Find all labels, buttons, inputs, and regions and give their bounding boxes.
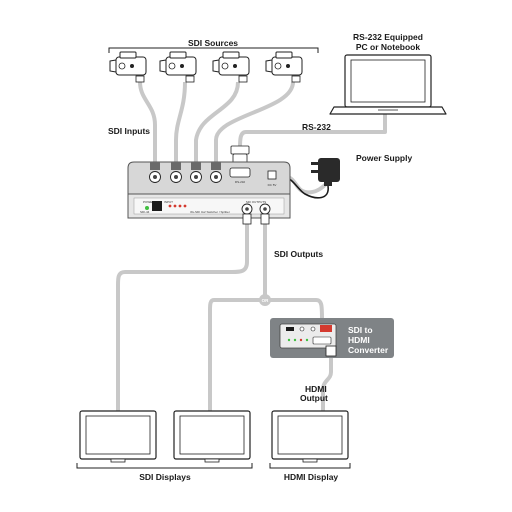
sdi-inputs-label: SDI Inputs — [108, 126, 150, 136]
sources-bracket — [108, 47, 319, 53]
rs232-port-label: RS-232 — [235, 180, 246, 184]
bnc-output-1 — [241, 203, 253, 215]
monitor-icon — [271, 410, 349, 463]
converter-label-line2: HDMI — [348, 335, 370, 345]
sdi-output-cable-2-converter — [265, 298, 324, 321]
input-led-1 — [168, 204, 172, 208]
rs232-equipped-label-line2: PC or Notebook — [356, 42, 420, 52]
hdmi-plug — [325, 345, 337, 357]
sdi-displays-label: SDI Displays — [139, 472, 191, 482]
device-model-label: SDI-44 — [140, 210, 150, 214]
bnc-input-2 — [170, 162, 182, 183]
input-led-4 — [183, 204, 187, 208]
camcorder-icon — [159, 51, 197, 83]
output-plug-2 — [260, 213, 270, 225]
sdi-displays-bracket — [76, 463, 253, 469]
sdi-outputs-label: SDI Outputs — [274, 249, 323, 259]
output-plug-1 — [242, 213, 252, 225]
bnc-input-4 — [210, 162, 222, 183]
monitor-icon — [173, 410, 251, 463]
power-led — [145, 206, 149, 210]
converter-label-line3: Converter — [348, 345, 389, 355]
sdi-output-cable-2-display — [208, 298, 265, 412]
hdmi-output-cable — [321, 350, 333, 412]
converter-panel — [270, 318, 394, 358]
hdmi-display-bracket — [269, 463, 351, 469]
sdi-input-cable-1 — [138, 81, 157, 162]
sdi-switcher-device: RS-232 DC 5V POWER INPUT SDI-44 3G-SDI 4… — [127, 161, 291, 219]
input-select-button — [152, 201, 162, 211]
rs232-port — [229, 167, 251, 178]
input-led-2 — [173, 204, 177, 208]
power-supply-label: Power Supply — [356, 153, 412, 163]
camcorder-icon — [265, 51, 303, 83]
sdi-output-cable-1 — [116, 218, 249, 412]
bnc-input-3 — [190, 162, 202, 183]
laptop-icon — [329, 54, 447, 115]
camcorder-icon — [212, 51, 250, 83]
hdmi-display-label: HDMI Display — [284, 472, 339, 482]
device-description-label: 3G-SDI 4x2 Switcher / Splitter — [190, 210, 230, 214]
sdi-input-cable-4 — [214, 81, 295, 162]
or-label: OR — [262, 298, 270, 303]
input-led-label: INPUT — [164, 200, 173, 204]
hdmi-output-label-line2: Output — [300, 393, 328, 403]
bnc-output-2 — [259, 203, 271, 215]
power-adapter-icon — [311, 158, 340, 186]
sdi-outputs-port-label: SDI OUTPUTS — [246, 200, 266, 204]
camcorder-icon — [109, 51, 147, 83]
input-led-3 — [178, 204, 182, 208]
power-led-label: POWER — [143, 200, 155, 204]
converter-label-line1: SDI to — [348, 325, 373, 335]
rs232-label: RS-232 — [302, 122, 331, 132]
sdi-input-cable-2 — [174, 81, 187, 162]
sdi-input-cable-3 — [194, 81, 240, 162]
bnc-input-1 — [149, 162, 161, 183]
monitor-icon — [79, 410, 157, 463]
or-junction — [259, 294, 271, 306]
sdi-sources-label: SDI Sources — [188, 38, 238, 48]
dc-port-label: DC 5V — [268, 183, 277, 187]
dc-power-port — [267, 170, 277, 180]
rs232-equipped-label-line1: RS-232 Equipped — [353, 32, 423, 42]
rs232-cable — [238, 113, 387, 149]
hdmi-output-label-line1: HDMI — [305, 384, 327, 394]
